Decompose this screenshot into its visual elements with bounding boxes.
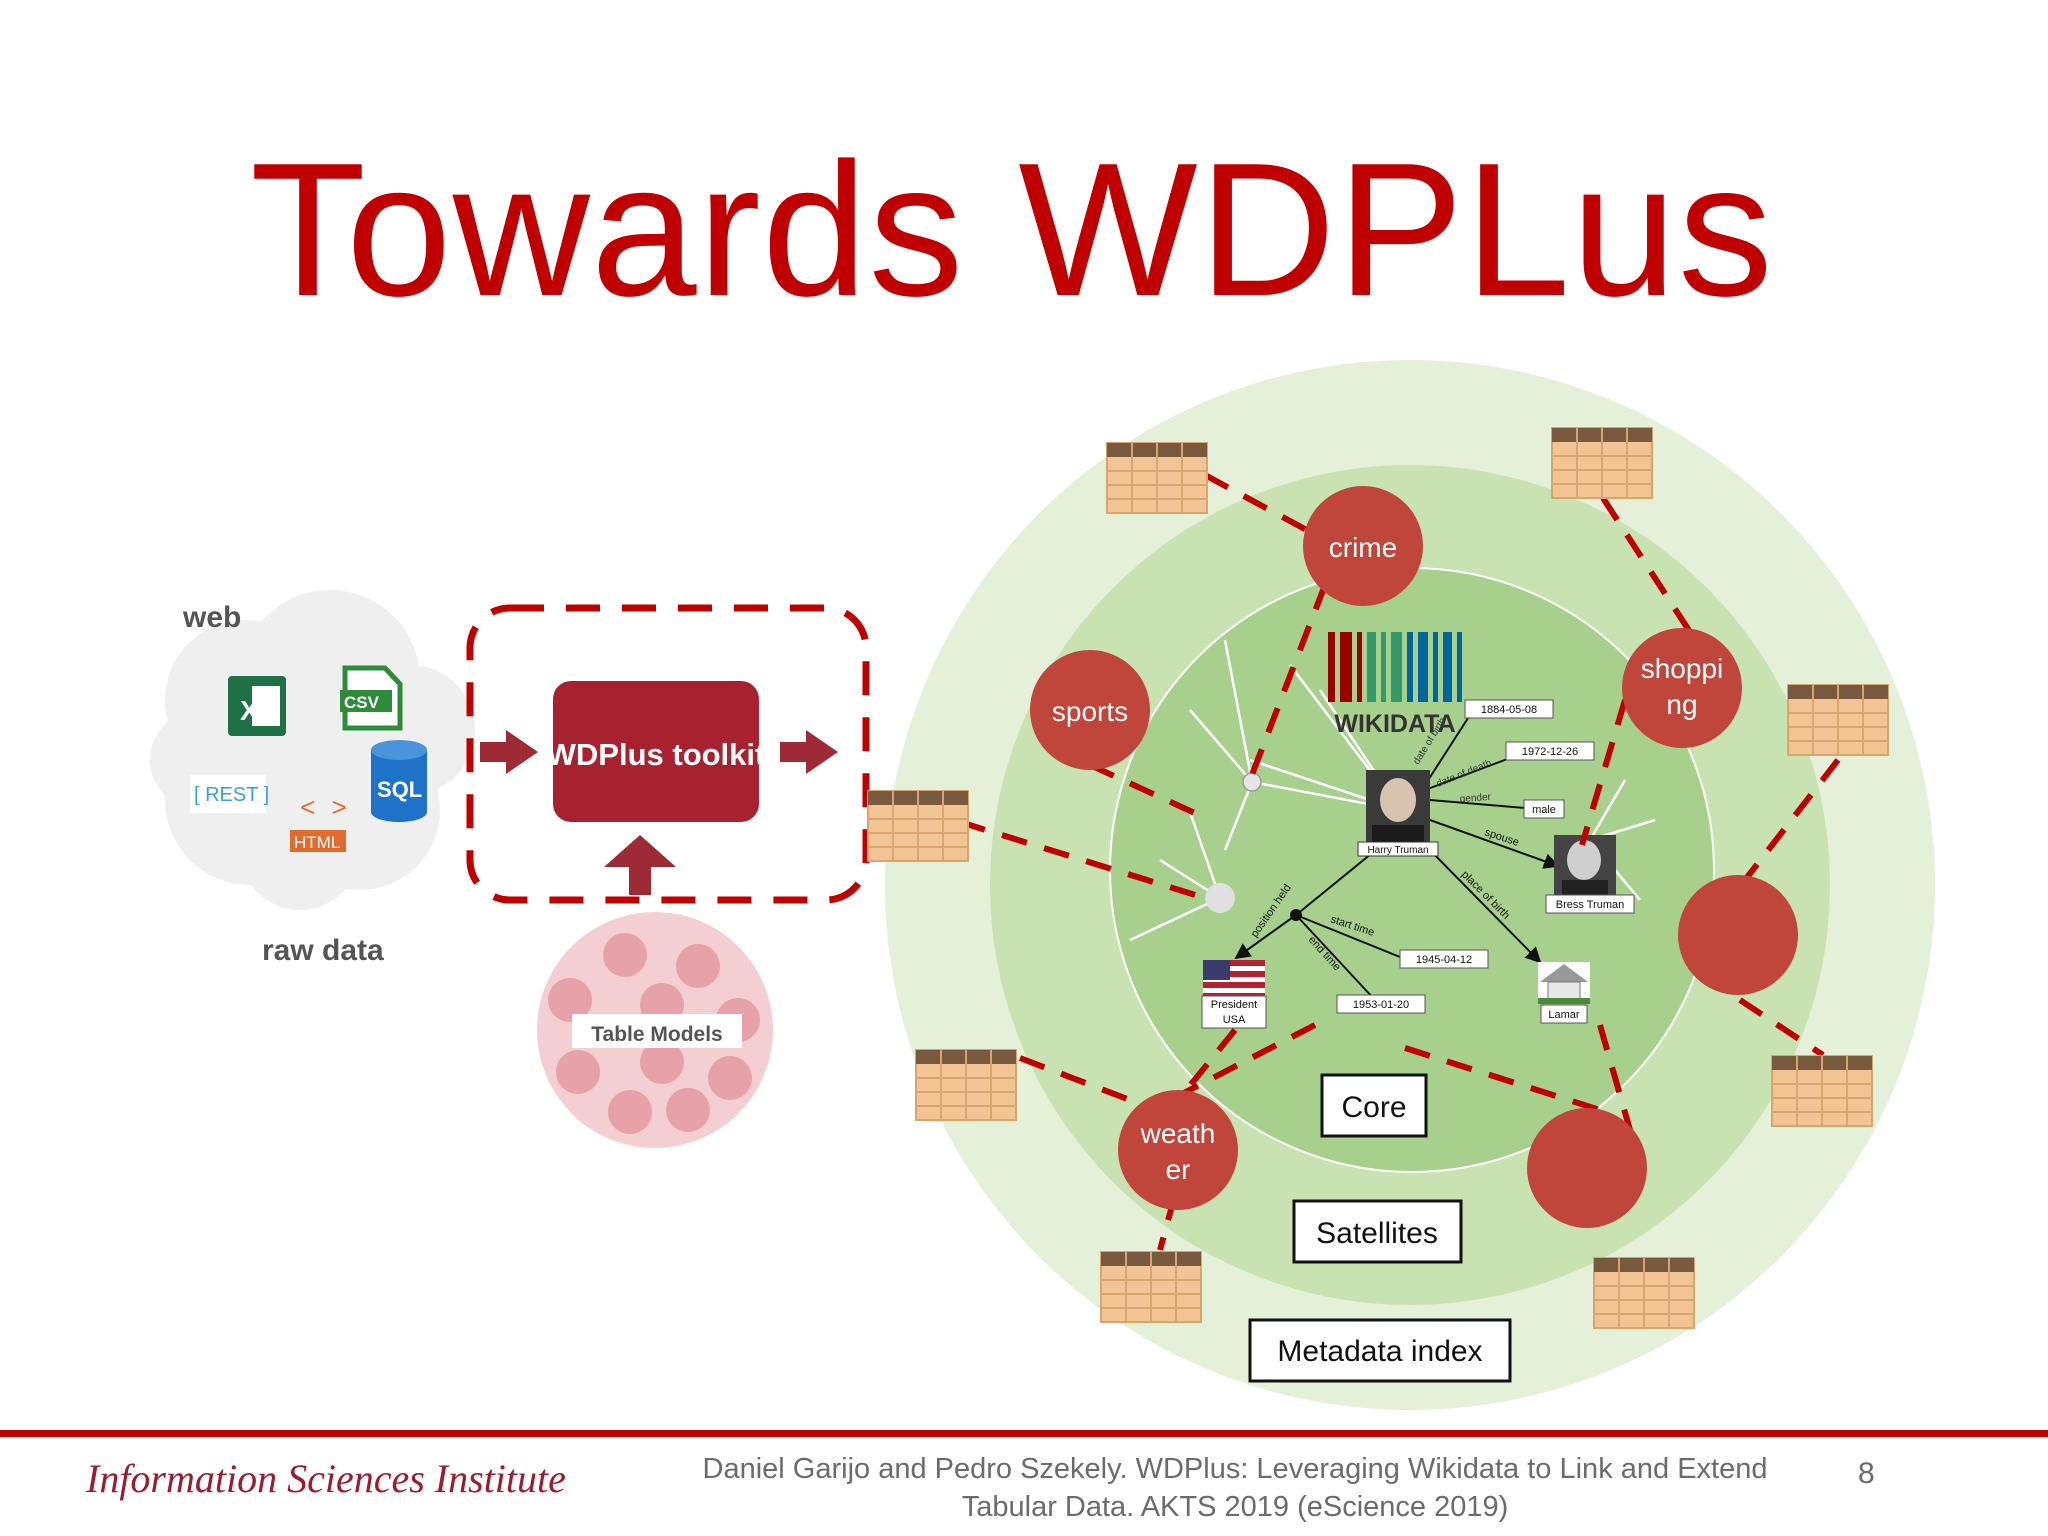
graph-node: [1205, 883, 1235, 913]
graph-node: [1242, 772, 1262, 792]
start-value: 1945-04-12: [1416, 954, 1472, 966]
house-photo: [1538, 962, 1590, 1004]
table-models-group: [537, 912, 773, 1148]
satellite-unlabeled[interactable]: [1527, 1108, 1647, 1228]
graph-edges: [1234, 714, 1560, 1001]
gender-edge-label: gender: [1459, 792, 1491, 805]
dob-value: 1884-05-08: [1481, 704, 1537, 716]
gender-value: male: [1532, 804, 1556, 816]
svg-text:CSV: CSV: [344, 693, 380, 712]
core-label-box: [1320, 1073, 1428, 1138]
excel-icon: X: [228, 676, 286, 736]
table-icon: [1787, 684, 1889, 756]
svg-text:[ REST ]: [ REST ]: [194, 784, 269, 806]
table-models-label: Table Models: [591, 1023, 722, 1046]
toolkit-label: WDPlus toolkit: [547, 737, 766, 772]
svg-text:HTML: HTML: [294, 833, 340, 852]
sql-icon: SQL: [371, 740, 427, 822]
svg-text:< >: < >: [300, 794, 347, 824]
institute-logo: Information Sciences Institute: [86, 1456, 566, 1501]
arrow-up-icon: [604, 835, 676, 895]
table-icon: [1771, 1055, 1873, 1127]
rest-icon: [ REST ]: [190, 775, 269, 813]
web-label: web: [182, 601, 241, 634]
end-value: 1953-01-20: [1353, 999, 1409, 1011]
wikidata-logo: [1328, 632, 1462, 702]
position-value-line2: USA: [1223, 1014, 1246, 1026]
html-icon: < > HTML: [290, 794, 347, 852]
raw-data-label: raw data: [262, 934, 384, 967]
footer-divider: [0, 1430, 2048, 1437]
citation-line-2: Tabular Data. AKTS 2019 (eScience 2019): [961, 1491, 1509, 1523]
page-number: 8: [1858, 1457, 1875, 1490]
satellite-unlabeled[interactable]: [1678, 875, 1798, 995]
truman-photo: [1366, 770, 1430, 846]
dod-value: 1972-12-26: [1522, 746, 1578, 758]
slide-title: Towards WDPLus: [250, 124, 1774, 336]
satellite-sports[interactable]: [1030, 650, 1150, 770]
spouse-value: Bress Truman: [1556, 899, 1624, 911]
table-icon: [1100, 1251, 1202, 1323]
satellites-label-box: [1292, 1199, 1463, 1264]
satellite-links: [959, 472, 1841, 1251]
pob-value: Lamar: [1548, 1009, 1580, 1021]
wikidata-label: WIKIDATA: [1334, 710, 1455, 738]
csv-icon: CSV: [340, 665, 403, 731]
table-icon: [1551, 427, 1653, 499]
satellite-crime[interactable]: [1303, 486, 1423, 606]
satellite-shopping[interactable]: [1622, 628, 1742, 748]
table-icon: [867, 790, 969, 862]
position-value-line1: President: [1211, 999, 1257, 1011]
satellite-weather[interactable]: [1118, 1090, 1238, 1210]
satellite-weather-label-2: er: [1166, 1154, 1191, 1185]
satellites-label: Satellites: [1316, 1217, 1438, 1250]
satellite-shopping-label-1: shoppi: [1641, 653, 1724, 684]
satellite-sports-label: sports: [1052, 696, 1128, 727]
metadata-label: Metadata index: [1277, 1335, 1482, 1368]
arrow-right-icon: [480, 730, 538, 774]
satellite-crime-label: crime: [1329, 532, 1397, 563]
table-icon: [915, 1049, 1017, 1121]
statement-node: [1290, 909, 1302, 921]
arrow-right-icon: [780, 730, 838, 774]
table-icon: [1106, 442, 1208, 514]
svg-text:X: X: [240, 695, 259, 726]
metadata-label-box: [1248, 1318, 1512, 1383]
satellite-weather-label-1: weath: [1140, 1118, 1216, 1149]
toolkit-dashed-frame: [466, 604, 870, 904]
satellite-shopping-label-2: ng: [1666, 689, 1697, 720]
core-label: Core: [1341, 1091, 1406, 1124]
toolkit-box: [553, 681, 759, 822]
flag-icon: [1203, 960, 1265, 996]
citation-line-1: Daniel Garijo and Pedro Szekely. WDPlus:…: [702, 1453, 1768, 1485]
svg-text:SQL: SQL: [377, 777, 422, 802]
table-icon: [1593, 1257, 1695, 1329]
entity-label: Harry Truman: [1367, 845, 1428, 856]
footer-citation: Daniel Garijo and Pedro Szekely. WDPlus:…: [660, 1450, 1810, 1526]
